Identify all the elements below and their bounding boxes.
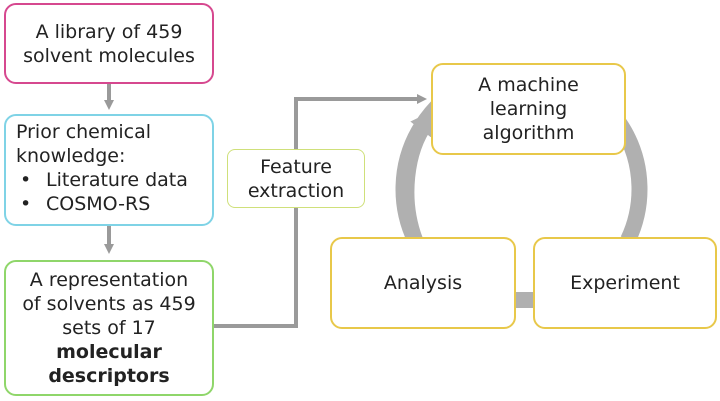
representation-box: A representation of solvents as 459 sets… — [4, 260, 214, 396]
bullet-cosmo-rs: COSMO-RS — [16, 192, 212, 216]
cycle-ring-return — [398, 108, 437, 243]
feature-line-1: Feature — [260, 155, 332, 178]
representation-line-5: descriptors — [48, 365, 170, 387]
representation-line-1: A representation — [29, 269, 189, 291]
ml-line-2: learning — [489, 98, 568, 120]
representation-line-2: of solvents as 459 — [22, 293, 196, 315]
library-line-2: solvent molecules — [23, 44, 195, 67]
bullet-literature-data: Literature data — [16, 168, 212, 192]
ml-line-3: algorithm — [482, 122, 575, 144]
prior-line-2: knowledge: — [16, 145, 126, 167]
feature-line-2: extraction — [247, 179, 345, 202]
representation-line-3: sets of 17 — [62, 317, 156, 339]
feature-extraction-box: Feature extraction — [227, 149, 365, 208]
experiment-label: Experiment — [570, 272, 680, 294]
library-box: A library of 459 solvent molecules — [4, 3, 214, 84]
prior-knowledge-box: Prior chemical knowledge: Literature dat… — [4, 114, 214, 226]
arrow-representation-to-ml — [214, 94, 427, 328]
analysis-label: Analysis — [383, 272, 463, 294]
prior-bullet-list: Literature data COSMO-RS — [16, 168, 212, 216]
library-line-1: A library of 459 — [35, 20, 183, 43]
ml-line-1: A machine — [478, 74, 579, 96]
representation-line-4: molecular — [56, 341, 162, 363]
experiment-box: Experiment — [533, 237, 717, 329]
analysis-box: Analysis — [330, 237, 516, 329]
machine-learning-box: A machine learning algorithm — [431, 63, 626, 155]
prior-line-1: Prior chemical — [16, 121, 152, 143]
